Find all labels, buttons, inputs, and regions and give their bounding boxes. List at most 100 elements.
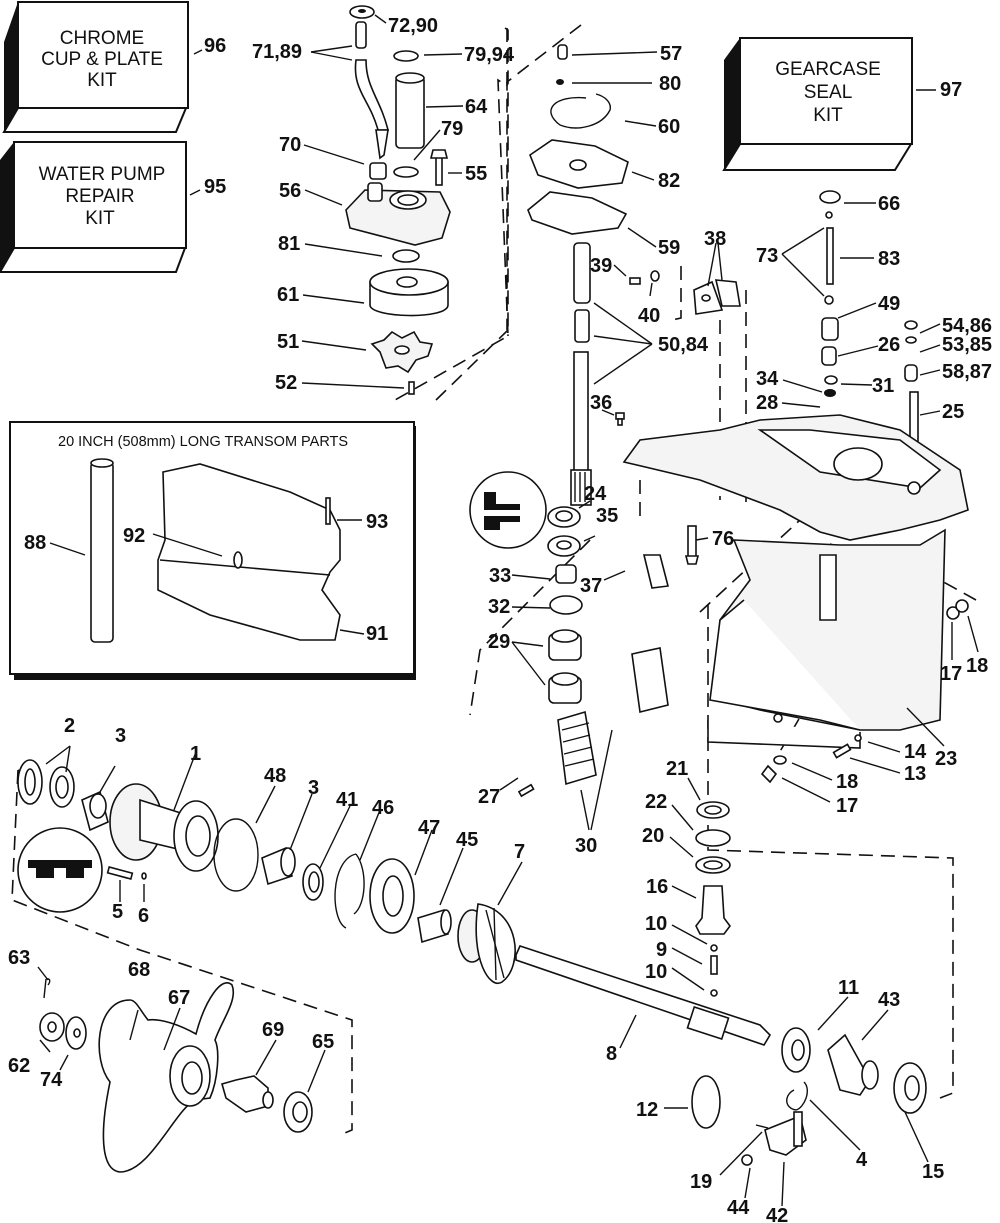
callout: 33	[489, 565, 511, 587]
callout: 80	[659, 73, 681, 95]
callout: 55	[465, 163, 487, 185]
kit-text-line: SEAL	[804, 82, 853, 103]
callout: 21	[666, 758, 688, 780]
leader-lines-lower	[37, 729, 929, 1207]
callout: 18	[836, 771, 858, 793]
kit-text-line: KIT	[87, 70, 117, 91]
kit-chrome-cup-plate: CHROME CUP & PLATE KIT	[2, 1, 189, 133]
callout: 66	[878, 193, 900, 215]
callout: 69	[262, 1019, 284, 1041]
callout: 54,86	[942, 315, 992, 337]
kit-ref-97: 97	[940, 79, 962, 101]
leader-lines	[301, 14, 979, 747]
callout: 74	[40, 1069, 63, 1091]
callout: 83	[878, 248, 900, 270]
callout: 53,85	[942, 334, 992, 356]
callout: 3	[115, 725, 126, 747]
callout: 6	[138, 905, 149, 927]
callout: 18	[966, 655, 988, 677]
callout: 10	[645, 913, 667, 935]
kit-ref-96: 96	[204, 35, 226, 57]
callout: 51	[277, 331, 299, 353]
long-transom-inset: 20 INCH (508mm) LONG TRANSOM PARTS	[9, 421, 416, 680]
callout: 71,89	[252, 41, 302, 63]
kit-text-line: CHROME	[60, 28, 144, 49]
inset-callout: 91	[366, 623, 388, 645]
callout: 48	[264, 765, 286, 787]
callout: 13	[904, 763, 926, 785]
callout: 41	[336, 789, 358, 811]
callout: 57	[660, 43, 682, 65]
kit-text-line: KIT	[85, 208, 115, 229]
callout-labels: 96 95 97 72,90 71,89 79,94 64 79 70 55 5…	[8, 15, 992, 1223]
callout: 43	[878, 989, 900, 1011]
callout: 56	[279, 180, 301, 202]
callout: 82	[658, 170, 680, 192]
callout: 10	[645, 961, 667, 983]
callout: 23	[935, 748, 957, 770]
callout: 17	[940, 663, 962, 685]
callout: 63	[8, 947, 30, 969]
callout: 5	[112, 901, 123, 923]
kit-text-line: GEARCASE	[775, 59, 881, 80]
callout: 3	[308, 777, 319, 799]
kit-ref-95: 95	[204, 176, 226, 198]
callout: 70	[279, 134, 301, 156]
callout: 61	[277, 284, 299, 306]
callout: 65	[312, 1031, 334, 1053]
callout: 15	[922, 1161, 944, 1183]
callout: 25	[942, 401, 964, 423]
callout: 17	[836, 795, 858, 817]
callout: 59	[658, 237, 680, 259]
propeller-group-outline	[11, 769, 353, 1136]
propeller-shaft	[515, 945, 772, 1046]
inset-callout: 93	[366, 511, 388, 533]
inset-title: 20 INCH (508mm) LONG TRANSOM PARTS	[58, 434, 348, 450]
callout: 42	[766, 1205, 788, 1223]
kit-text-line: WATER PUMP	[39, 164, 166, 185]
callout: 45	[456, 829, 478, 851]
kit-text-line: REPAIR	[65, 186, 134, 207]
callout: 79	[441, 118, 463, 140]
callout: 20	[642, 825, 664, 847]
kit-text-line: KIT	[813, 105, 843, 126]
callout: 12	[636, 1099, 658, 1121]
callout: 49	[878, 293, 900, 315]
callout: 1	[190, 743, 201, 765]
callout: 76	[712, 528, 734, 550]
callout: 19	[690, 1171, 712, 1193]
callout: 44	[727, 1197, 750, 1219]
callout: 35	[596, 505, 618, 527]
propeller	[98, 982, 235, 1173]
kit-water-pump-repair: WATER PUMP REPAIR KIT	[0, 141, 187, 273]
callout: 39	[590, 255, 612, 277]
callout: 72,90	[388, 15, 438, 37]
callout: 46	[372, 797, 394, 819]
inset-callout: 92	[123, 525, 145, 547]
callout: 50,84	[658, 334, 709, 356]
kit-text-line: CUP & PLATE	[41, 49, 163, 70]
callout: 16	[646, 876, 668, 898]
callout: 4	[856, 1149, 868, 1171]
callout: 7	[514, 841, 525, 863]
callout: 27	[478, 786, 500, 808]
callout: 14	[904, 741, 927, 763]
callout: 9	[656, 939, 667, 961]
callout: 62	[8, 1055, 30, 1077]
callout: 22	[645, 791, 667, 813]
kit-gearcase-seal: GEARCASE SEAL KIT	[722, 37, 913, 171]
callout: 34	[756, 368, 779, 390]
callout: 32	[488, 596, 510, 618]
callout: 40	[638, 305, 660, 327]
callout: 73	[756, 245, 778, 267]
callout: 64	[465, 96, 488, 118]
inset-callout: 88	[24, 532, 46, 554]
callout: 79,94	[464, 44, 515, 66]
callout: 47	[418, 817, 440, 839]
callout: 30	[575, 835, 597, 857]
callout: 67	[168, 987, 190, 1009]
callout: 31	[872, 375, 894, 397]
callout: 26	[878, 334, 900, 356]
callout: 68	[128, 959, 150, 981]
